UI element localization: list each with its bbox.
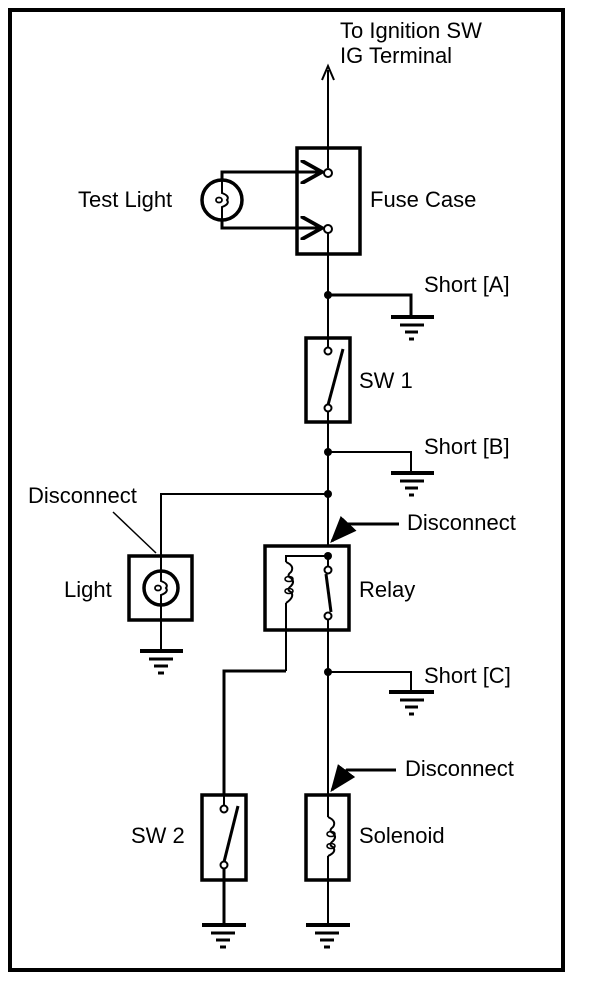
short-a: Short [A] [324, 272, 510, 341]
sw1: SW 1 [304, 336, 413, 424]
test-light-label: Test Light [78, 187, 172, 212]
sw1-label: SW 1 [359, 368, 413, 393]
solenoid-label: Solenoid [359, 823, 445, 848]
disconnect-relay-label: Disconnect [407, 510, 516, 535]
disconnect-light-label: Disconnect [28, 483, 137, 508]
solenoid: Solenoid Disconnect [304, 756, 514, 949]
fuse-terminal-bottom[interactable] [323, 224, 333, 234]
disconnect-light-leader [112, 511, 157, 554]
power-source: To Ignition SW IG Terminal [321, 18, 482, 148]
relay-contact-icon [324, 573, 333, 613]
power-source-label-line1: To Ignition SW [340, 18, 482, 43]
short-b-label: Short [B] [424, 434, 510, 459]
power-source-label-line2: IG Terminal [340, 43, 452, 68]
fuse-case-label: Fuse Case [370, 187, 476, 212]
relay-box [263, 544, 351, 632]
test-light: Test Light [78, 172, 322, 228]
disconnect-solenoid-arrow-icon [330, 764, 396, 793]
light-feed-wire [160, 493, 328, 556]
short-a-label: Short [A] [424, 272, 510, 297]
fuse-case: Fuse Case [295, 146, 476, 256]
relay-coil-to-sw2-wire [222, 669, 286, 795]
diagram-frame [8, 8, 565, 972]
relay: Relay Disconnect [263, 510, 516, 671]
short-b: Short [B] [324, 434, 510, 497]
fuse-terminal-top[interactable] [323, 168, 333, 178]
light-label: Light [64, 577, 112, 602]
disconnect-solenoid-label: Disconnect [405, 756, 514, 781]
test-light-probe-bottom [220, 220, 322, 228]
sw2-label: SW 2 [131, 823, 185, 848]
relay-label: Relay [359, 577, 415, 602]
light: Light Disconnect [28, 483, 332, 675]
disconnect-relay-arrow-icon [330, 515, 399, 543]
sw2-contact-icon [222, 805, 240, 863]
short-c: Short [C] [324, 663, 511, 716]
up-arrow-icon [321, 63, 335, 81]
test-light-probe-top [220, 172, 322, 180]
short-c-label: Short [C] [424, 663, 511, 688]
sw1-contact-icon [326, 348, 345, 406]
sw2: SW 2 [131, 793, 248, 949]
